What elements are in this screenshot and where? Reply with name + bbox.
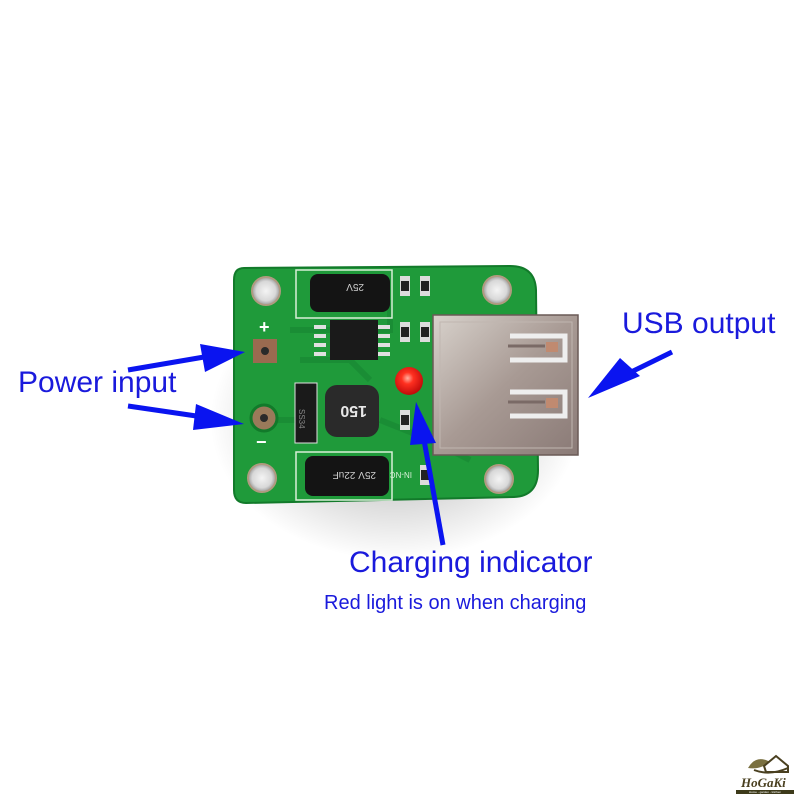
capacitor-bottom-marking: 25V 22uF [333,469,376,480]
mounting-hole-top-right [482,275,512,305]
schottky-diode [294,382,318,444]
usb-connector [432,314,579,456]
watermark-logo: HoGaKi Home - garden - kitchen [736,748,796,794]
mounting-hole-bottom-right [484,464,514,494]
usb-output-label: USB output [622,307,776,340]
positive-polarity-label: + [259,317,270,337]
ic-pins [314,325,390,356]
watermark-tagline: Home - garden - kitchen [736,790,794,794]
charging-indicator-note: Red light is on when charging [324,592,587,614]
charging-indicator-label: Charging indicator [349,546,593,579]
capacitor-top-marking: 25V [346,281,364,292]
diode-marking: SS34 [297,409,306,429]
charging-led [395,367,423,395]
arrow-usb-output [588,349,674,398]
watermark-brand: HoGaKi [741,775,786,790]
smd-resistors [400,276,430,485]
capacitor-bottom [305,456,389,496]
arrow-power-plus [127,344,245,373]
arrow-charging-indicator [410,402,446,546]
inductor [325,385,379,437]
inductor-marking: 150 [340,402,367,419]
negative-polarity-label: − [256,432,267,452]
power-input-label: Power input [18,366,177,399]
mounting-hole-top-left [251,276,281,306]
house-leaf-icon [748,754,789,774]
mounting-hole-bottom-left [247,463,277,493]
arrow-power-minus [127,403,244,430]
silkscreen-label: IN-NC [390,470,412,479]
capacitor-top [310,274,390,312]
ic-chip [330,320,378,360]
